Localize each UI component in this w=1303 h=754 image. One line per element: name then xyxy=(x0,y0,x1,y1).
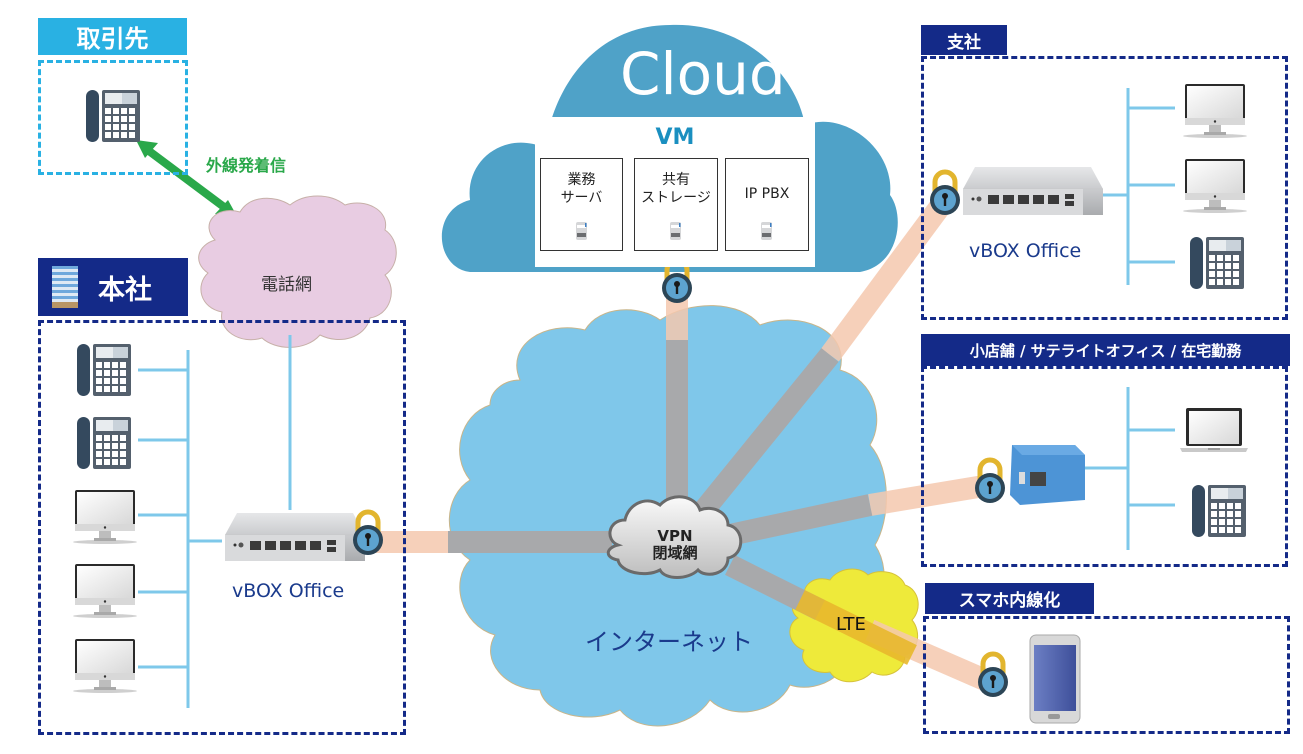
branch-box xyxy=(921,56,1288,320)
branch-title: 支社 xyxy=(921,25,1007,55)
mini-router-icon xyxy=(1010,445,1085,505)
smartphone-box xyxy=(923,616,1290,734)
vm-card: 業務 サーバ xyxy=(540,158,623,251)
vm-card-line2: ストレージ xyxy=(641,190,711,206)
smartphone-title: スマホ内線化 xyxy=(925,583,1094,614)
vm-panel: VM xyxy=(535,117,815,267)
cloud-title: Cloud xyxy=(620,40,786,108)
vm-card-line2: サーバ xyxy=(560,190,603,206)
building-icon xyxy=(52,266,78,308)
vm-card: IP PBX xyxy=(725,158,809,251)
vm-card: 共有 ストレージ xyxy=(634,158,718,251)
lte-label: LTE xyxy=(836,614,866,635)
headquarters-title-bar: 本社 xyxy=(38,258,188,316)
vpn-label: VPN 閉域網 xyxy=(640,528,710,562)
phone-network-label: 電話網 xyxy=(261,275,312,295)
vpn-label-line2: 閉域網 xyxy=(652,544,698,562)
partner-title: 取引先 xyxy=(38,18,187,55)
vm-card-line1: 業務 xyxy=(567,172,596,188)
vm-title: VM xyxy=(655,125,695,150)
external-call-label: 外線発着信 xyxy=(206,156,287,175)
vm-card-line1: IP PBX xyxy=(744,186,790,202)
small-office-lan-bus xyxy=(1083,387,1175,550)
vpn-cloud-icon xyxy=(606,495,743,579)
vm-card-line1: 共有 xyxy=(662,172,690,188)
internet-label: インターネット xyxy=(585,628,753,656)
partner-box xyxy=(38,60,188,175)
small-office-box xyxy=(921,366,1288,567)
branch-router-label: vBOX Office xyxy=(969,240,1082,262)
phone-network-cloud xyxy=(198,195,397,348)
headquarters-box xyxy=(38,320,406,735)
hq-router-label: vBOX Office xyxy=(232,580,345,602)
smartphone-icon xyxy=(1029,634,1081,724)
vpn-label-line1: VPN xyxy=(657,527,693,545)
lte-link xyxy=(795,590,917,665)
headquarters-title: 本社 xyxy=(98,274,152,306)
hq-lan-bus xyxy=(138,350,222,708)
small-office-title: 小店舗 / サテライトオフィス / 在宅勤務 xyxy=(921,334,1290,366)
